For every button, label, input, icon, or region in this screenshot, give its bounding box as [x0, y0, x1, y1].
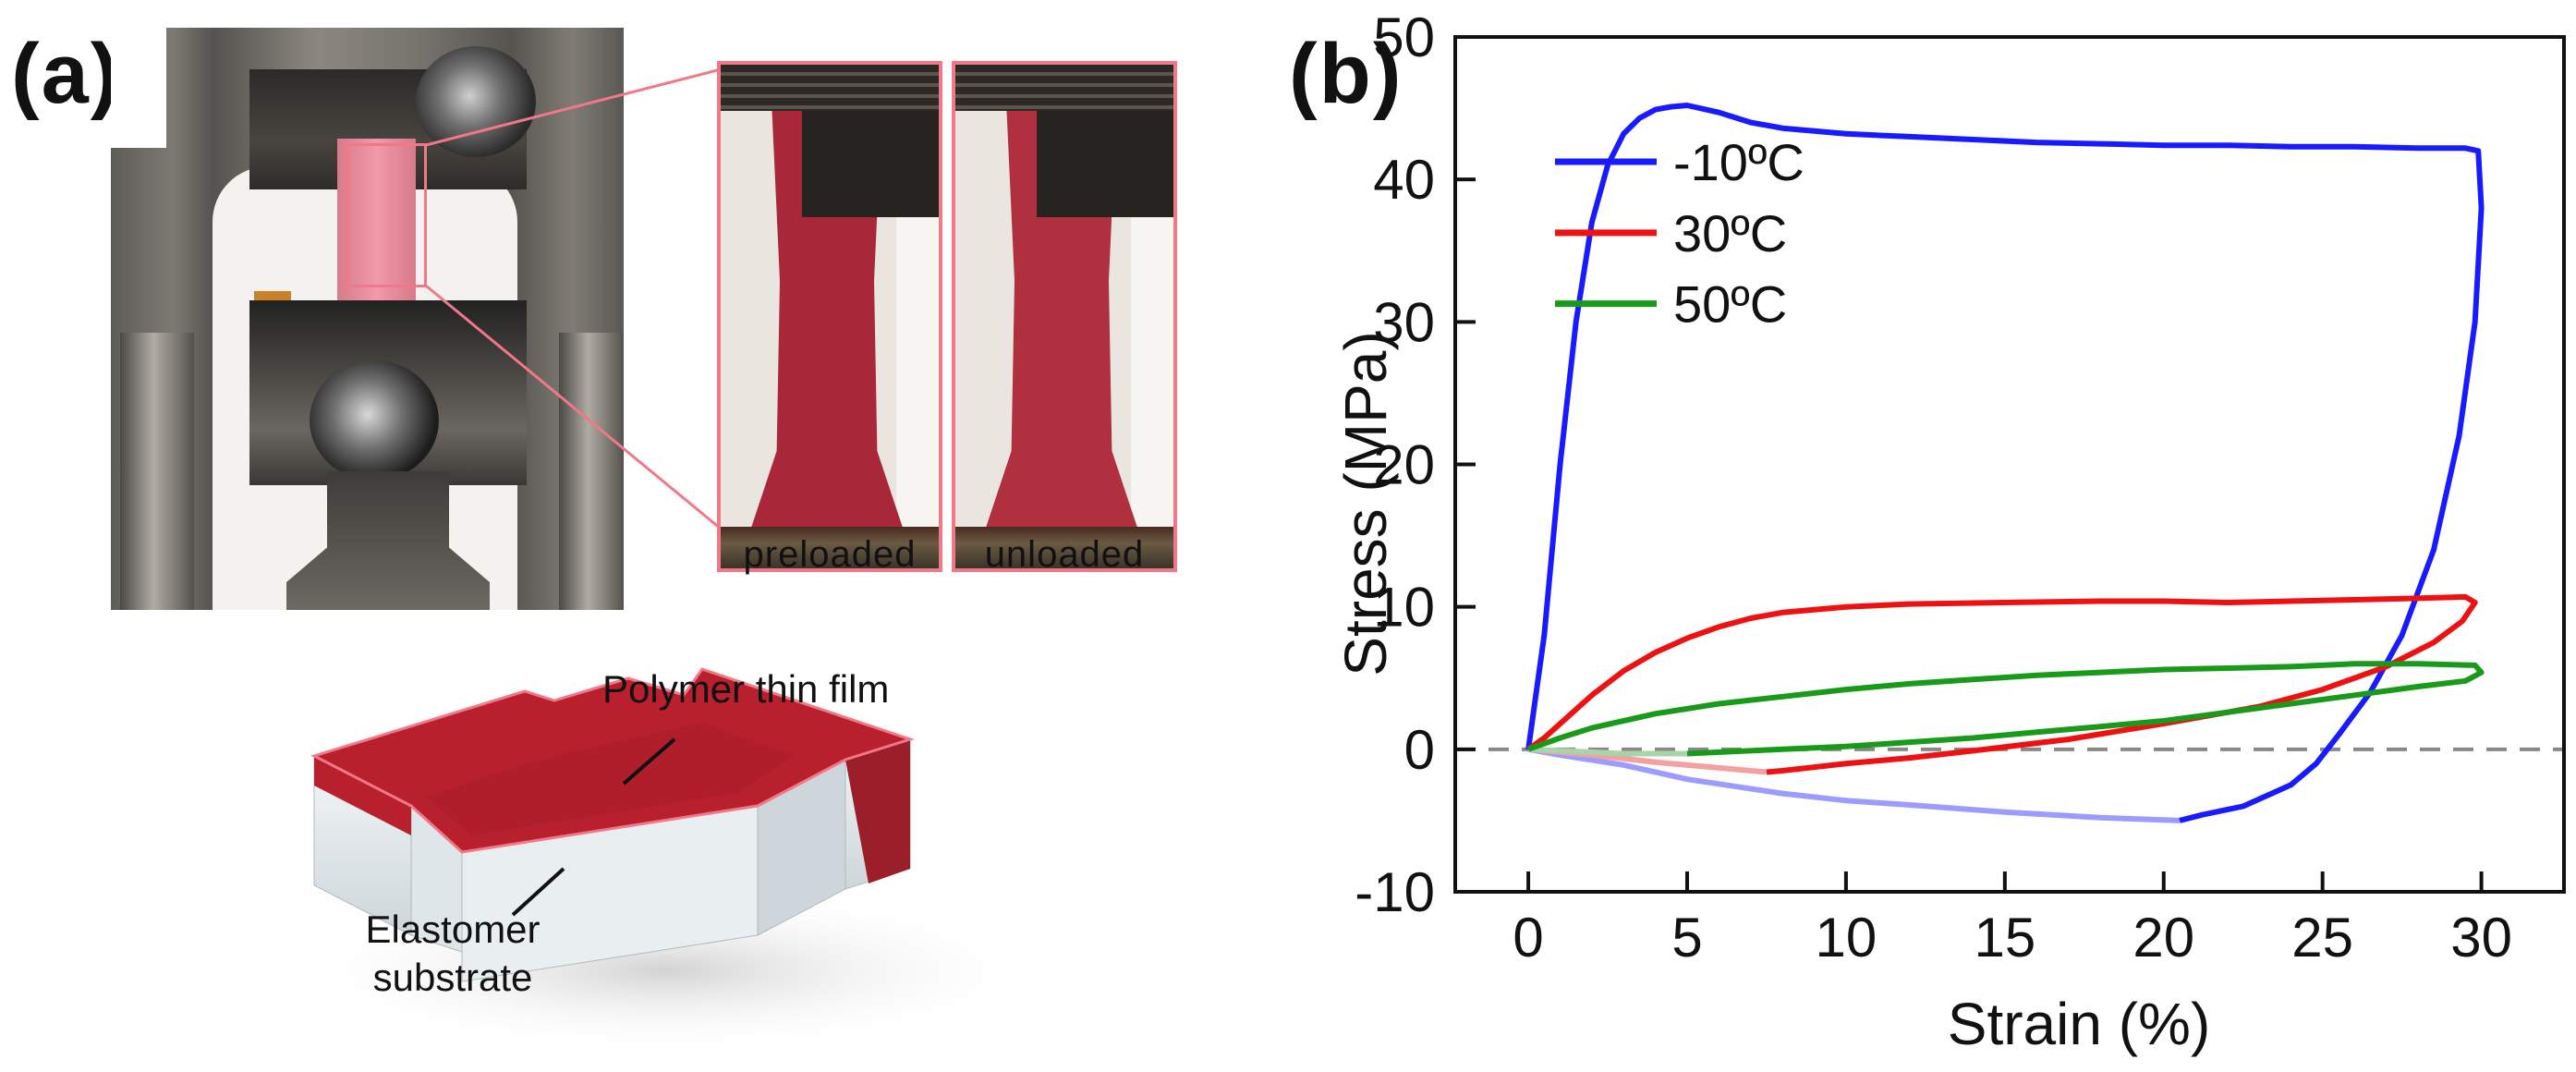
- plot-area: 0 5 10 15 20 25 30 -10 0 10 20 30 40 50 -10ºC 30ºC 50ºC: [1355, 6, 2566, 968]
- film-edge-left: [314, 756, 411, 835]
- sample-film-strip: [337, 139, 416, 323]
- y-tick-label: 20: [1373, 434, 1435, 496]
- inset-lower-grip: [721, 527, 939, 568]
- inset-upper-grip: [955, 65, 1173, 111]
- lower-clamp-bolt: [310, 360, 439, 481]
- inset-clamp-block: [1037, 111, 1173, 217]
- sample-3d-illustration: [277, 667, 1035, 1054]
- right-guide-rod: [559, 333, 624, 610]
- series-line-0: [1525, 103, 2485, 823]
- label-elastomer-substrate: Elastomer substrate: [365, 908, 541, 999]
- series-line-2: [1527, 661, 2485, 757]
- legend-label-0: -10ºC: [1673, 133, 1804, 191]
- x-tick-label: 10: [1816, 907, 1877, 968]
- caption-unloaded: unloaded: [984, 534, 1145, 575]
- x-tick-label: 30: [2450, 907, 2512, 968]
- x-axis-label: Strain (%): [1948, 991, 2211, 1057]
- x-tick-label: 25: [2291, 907, 2353, 968]
- left-guide-rod: [120, 333, 194, 610]
- y-tick-label: 40: [1373, 149, 1435, 211]
- upper-clamp-bolt: [416, 46, 536, 157]
- series-unloading-line-2: [1527, 746, 1687, 757]
- legend-label-1: 30ºC: [1673, 204, 1787, 262]
- y-tick-label: 50: [1373, 6, 1435, 68]
- inset-lower-grip: [955, 527, 1173, 568]
- tensile-rig-photo: [111, 28, 624, 610]
- x-tick-label: 20: [2132, 907, 2194, 968]
- series-unloading-line-0: [1527, 746, 2181, 823]
- x-tick-label: 15: [1974, 907, 2035, 968]
- film-edge-right: [845, 739, 910, 883]
- y-tick-label: 10: [1373, 577, 1435, 639]
- polymer-film-shade: [425, 723, 795, 835]
- panel-b-letter: (b): [1289, 27, 1403, 121]
- y-tick-label: 30: [1373, 291, 1435, 353]
- legend-label-2: 50ºC: [1673, 275, 1787, 334]
- inset-photo-unloaded: [952, 61, 1177, 572]
- y-tick-label: 0: [1404, 719, 1435, 781]
- inset-photo-preloaded: [717, 61, 942, 572]
- photo-background-patch: [111, 28, 166, 148]
- zoom-region-box: [346, 143, 427, 287]
- y-tick-label: -10: [1355, 861, 1435, 923]
- elastomer-leader-line: [511, 867, 565, 917]
- x-tick-label: 0: [1513, 907, 1543, 968]
- polymer-leader-line: [622, 737, 676, 786]
- x-tick-label: 5: [1671, 907, 1702, 968]
- y-axis-label: Stress (MPa): [1332, 331, 1399, 676]
- series-line-1: [1526, 593, 2478, 775]
- inset-clamp-block: [802, 111, 939, 217]
- label-polymer-thin-film: Polymer thin film: [602, 667, 890, 711]
- panel-a-letter: (a): [11, 27, 121, 121]
- caption-preloaded: preloaded: [743, 534, 917, 575]
- inset-upper-grip: [721, 65, 939, 111]
